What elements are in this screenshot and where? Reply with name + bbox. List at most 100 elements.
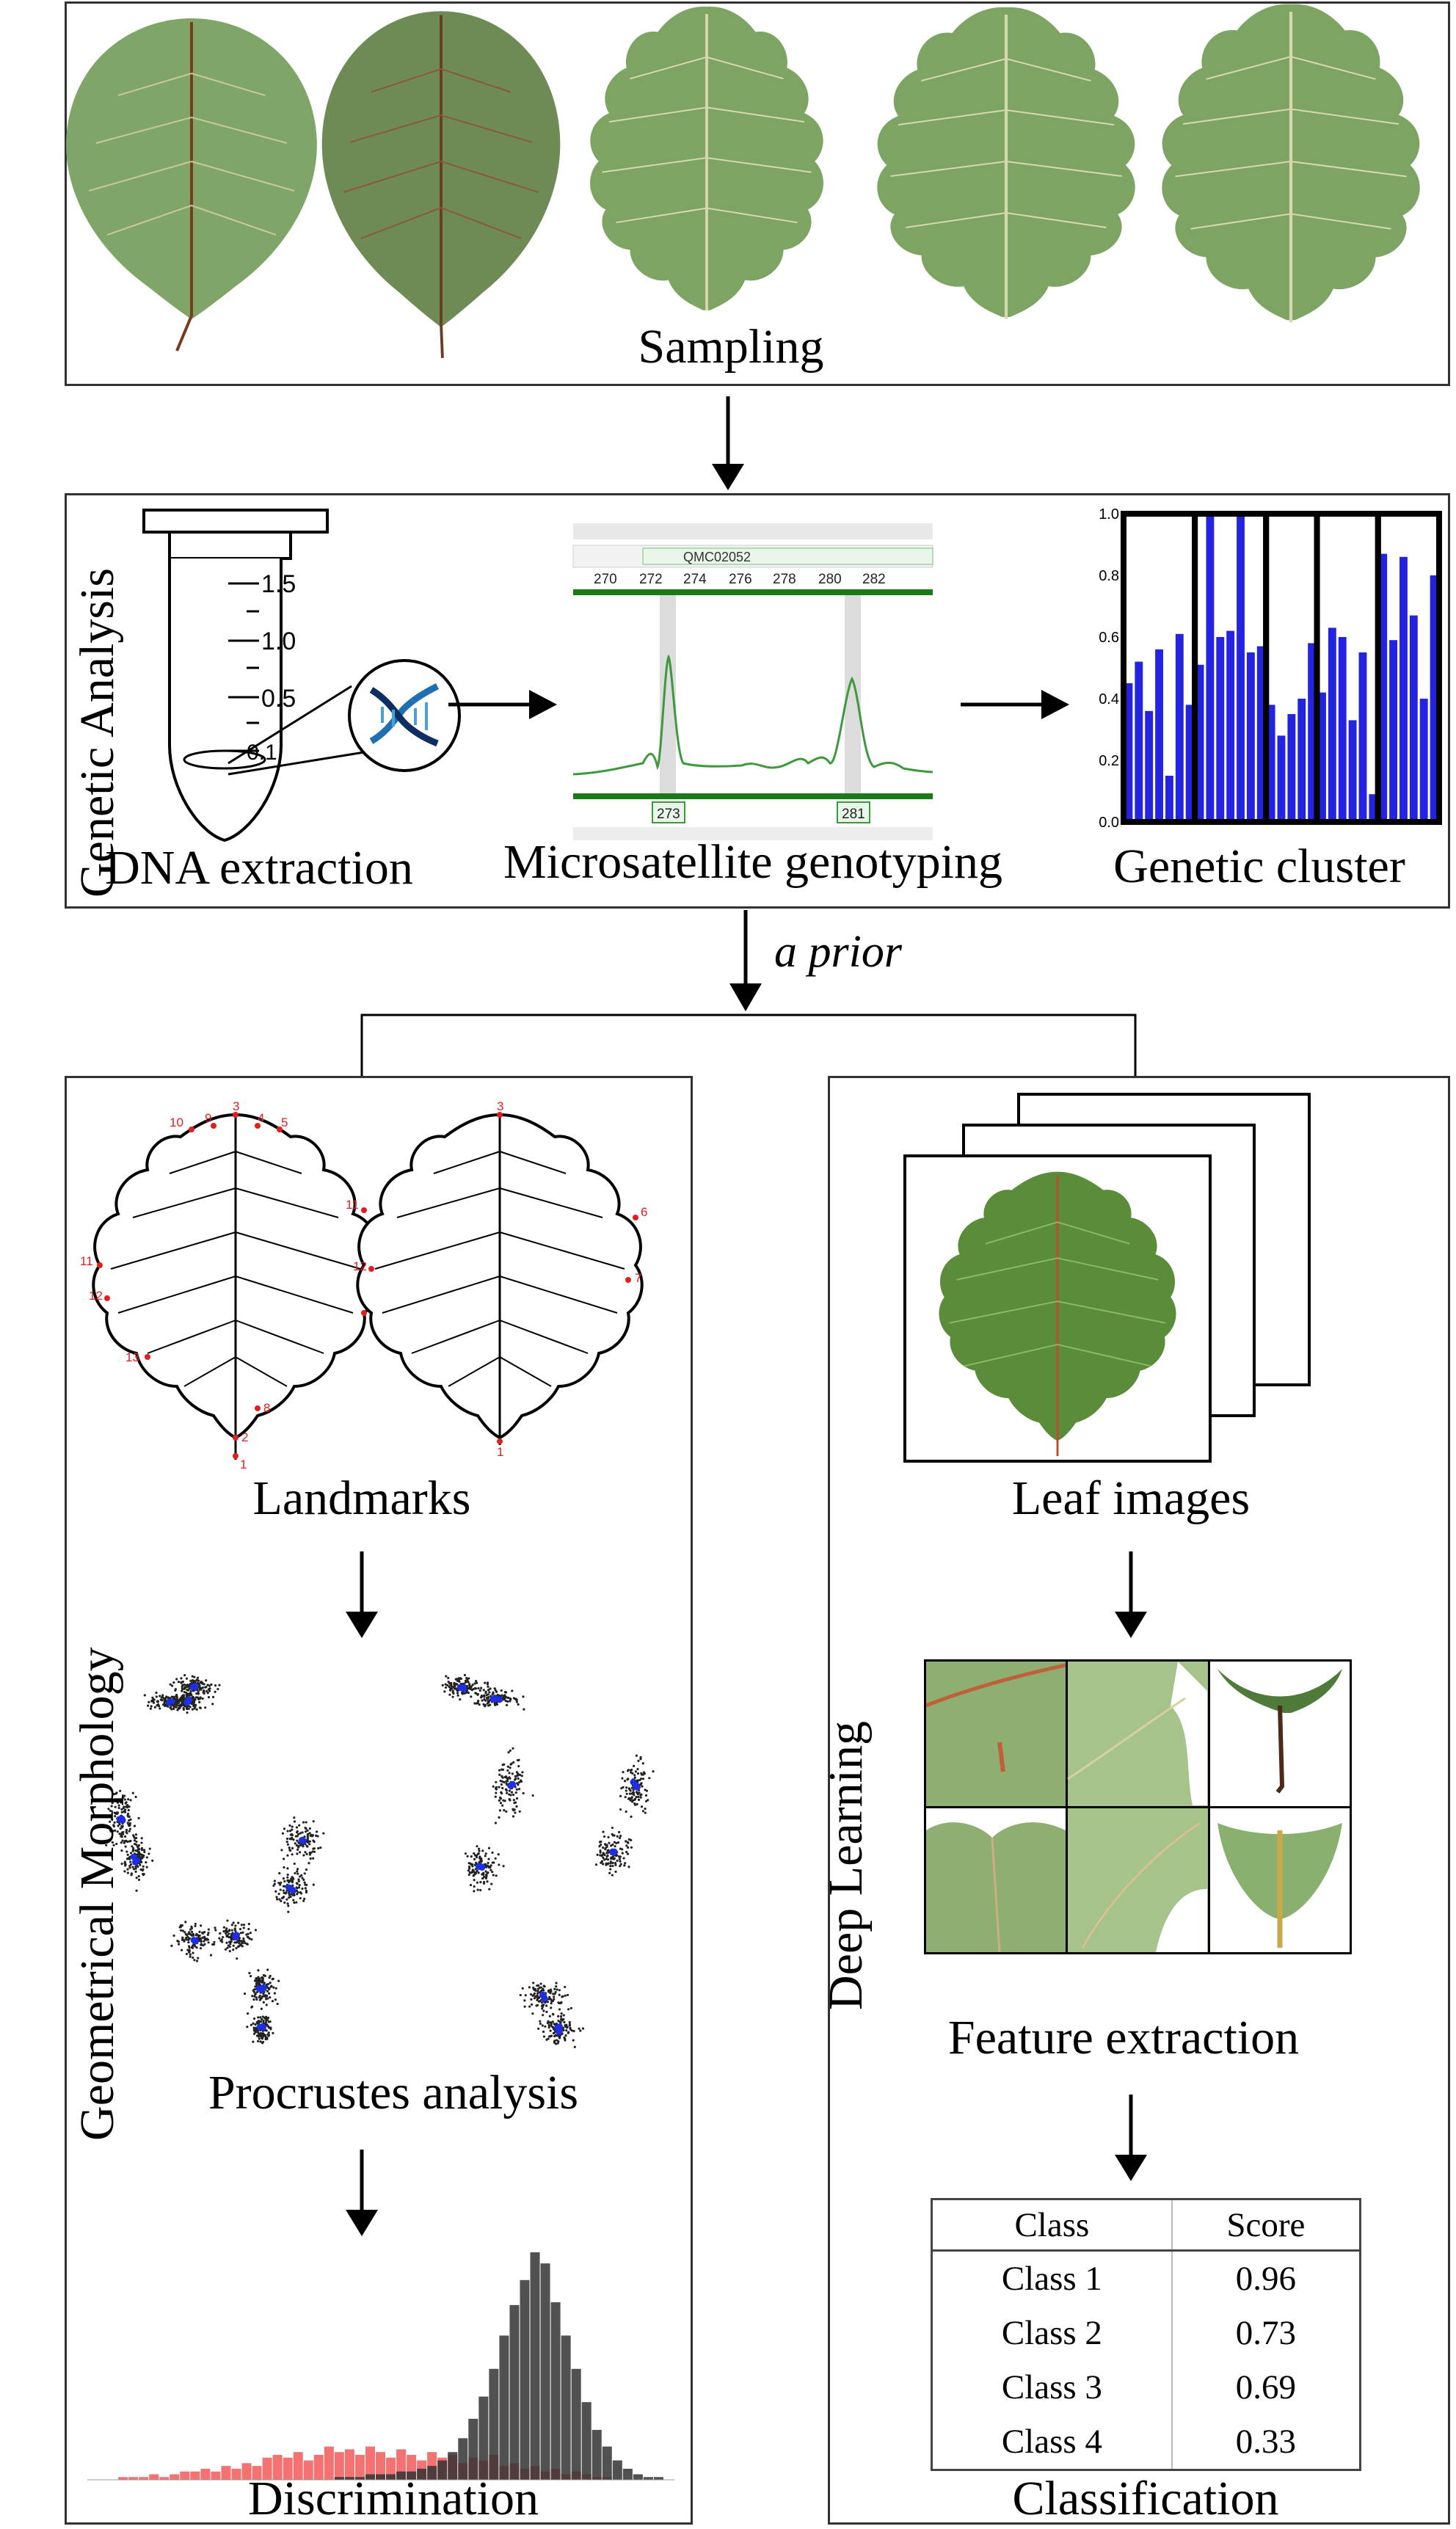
procrustes-point	[630, 1838, 633, 1841]
procrustes-point	[273, 1992, 277, 1995]
procrustes-point	[644, 1811, 647, 1814]
procrustes-point	[531, 2012, 534, 2015]
procrustes-point	[441, 1684, 444, 1686]
procrustes-point	[553, 2031, 556, 2034]
procrustes-point	[553, 1995, 556, 1998]
leaf-sample-4	[877, 7, 1135, 319]
procrustes-point	[517, 1781, 521, 1784]
procrustes-point	[548, 2015, 551, 2017]
cluster-bar	[1358, 652, 1367, 822]
procrustes-point	[194, 1696, 197, 1699]
procrustes-point	[283, 1866, 285, 1869]
procrustes-point	[257, 1969, 260, 1972]
procrustes-mean-point	[256, 2023, 263, 2031]
a-prior-label: a prior	[774, 927, 902, 977]
procrustes-point	[509, 1777, 512, 1780]
procrustes-mean-point	[192, 1683, 199, 1690]
procrustes-point	[539, 2022, 542, 2026]
procrustes-point	[476, 1692, 480, 1696]
procrustes-point	[230, 1929, 233, 1932]
procrustes-point	[630, 1786, 633, 1789]
procrustes-point	[553, 2041, 556, 2044]
cluster-bar	[1175, 633, 1184, 822]
procrustes-point	[618, 1836, 622, 1839]
procrustes-point	[470, 1871, 473, 1874]
procrustes-point	[536, 1997, 539, 2000]
procrustes-point	[556, 2042, 559, 2045]
procrustes-point	[156, 1704, 159, 1707]
histogram-bar	[334, 2477, 344, 2480]
procrustes-point	[305, 1827, 307, 1830]
genetic-analysis-panel: 1.5 1.0 0.5 0.1 DNA extraction QMC02052 …	[65, 493, 1450, 909]
procrustes-point	[503, 1780, 506, 1784]
procrustes-point	[247, 1927, 250, 1931]
procrustes-point	[454, 1684, 456, 1686]
procrustes-point	[443, 1690, 446, 1693]
procrustes-point	[114, 1805, 117, 1808]
procrustes-point	[206, 1684, 209, 1686]
procrustes-point	[214, 1690, 216, 1693]
leaf-sample-3	[590, 7, 823, 310]
procrustes-point	[625, 1850, 628, 1854]
procrustes-point	[266, 2018, 269, 2021]
procrustes-point	[286, 1830, 289, 1833]
procrustes-point	[484, 1681, 487, 1684]
procrustes-point	[205, 1689, 208, 1692]
procrustes-point	[219, 1939, 222, 1942]
procrustes-point	[207, 1932, 210, 1935]
procrustes-point	[192, 1679, 194, 1682]
procrustes-point	[470, 1689, 473, 1692]
arrow-right-1	[448, 690, 557, 719]
procrustes-point	[486, 1683, 489, 1686]
procrustes-point	[254, 1929, 258, 1932]
histogram-bar	[643, 2477, 653, 2480]
histogram-bar	[118, 2477, 128, 2480]
procrustes-point	[476, 1702, 478, 1705]
procrustes-point	[148, 1700, 150, 1703]
procrustes-point	[455, 1678, 459, 1681]
procrustes-point	[304, 1851, 307, 1854]
procrustes-point	[316, 1830, 318, 1833]
procrustes-point	[555, 1985, 558, 1988]
arrow-down-1	[712, 396, 744, 490]
procrustes-point	[282, 1889, 285, 1892]
geometrical-morphology-title: Geometrical Morphology	[70, 1647, 124, 2141]
procrustes-point	[283, 1885, 286, 1888]
histogram-bar	[365, 2474, 375, 2480]
procrustes-point	[135, 1840, 138, 1844]
procrustes-point	[140, 1841, 143, 1844]
procrustes-point	[633, 1764, 636, 1767]
cluster-bar	[1419, 699, 1428, 822]
procrustes-point	[565, 2029, 568, 2032]
procrustes-point	[297, 1880, 300, 1882]
cluster-bar	[1124, 683, 1133, 822]
procrustes-point	[246, 2012, 250, 2015]
histogram-bar	[499, 2335, 509, 2480]
procrustes-point	[530, 1998, 533, 2001]
histogram-bar	[375, 2452, 386, 2480]
procrustes-point	[511, 1689, 514, 1692]
procrustes-point	[110, 1805, 113, 1808]
procrustes-point	[459, 1698, 462, 1701]
procrustes-point	[131, 1791, 134, 1794]
procrustes-point	[502, 1799, 505, 1802]
procrustes-point	[478, 1857, 482, 1860]
procrustes-point	[226, 1946, 229, 1949]
procrustes-point	[611, 1826, 614, 1830]
procrustes-point	[493, 1687, 496, 1690]
leaf-image-front	[903, 1154, 1212, 1463]
procrustes-point	[116, 1812, 119, 1815]
procrustes-mean-point	[183, 1699, 191, 1706]
procrustes-point	[505, 1789, 508, 1792]
procrustes-point	[159, 1698, 162, 1701]
procrustes-point	[474, 1854, 477, 1857]
procrustes-point	[477, 1852, 480, 1855]
procrustes-point	[495, 1786, 498, 1789]
feature-patch-4	[926, 1808, 1066, 1952]
procrustes-point	[481, 1849, 484, 1852]
procrustes-point	[255, 1977, 258, 1981]
histogram-bar	[622, 2468, 633, 2480]
procrustes-point	[501, 1768, 505, 1771]
procrustes-point	[502, 1865, 505, 1868]
